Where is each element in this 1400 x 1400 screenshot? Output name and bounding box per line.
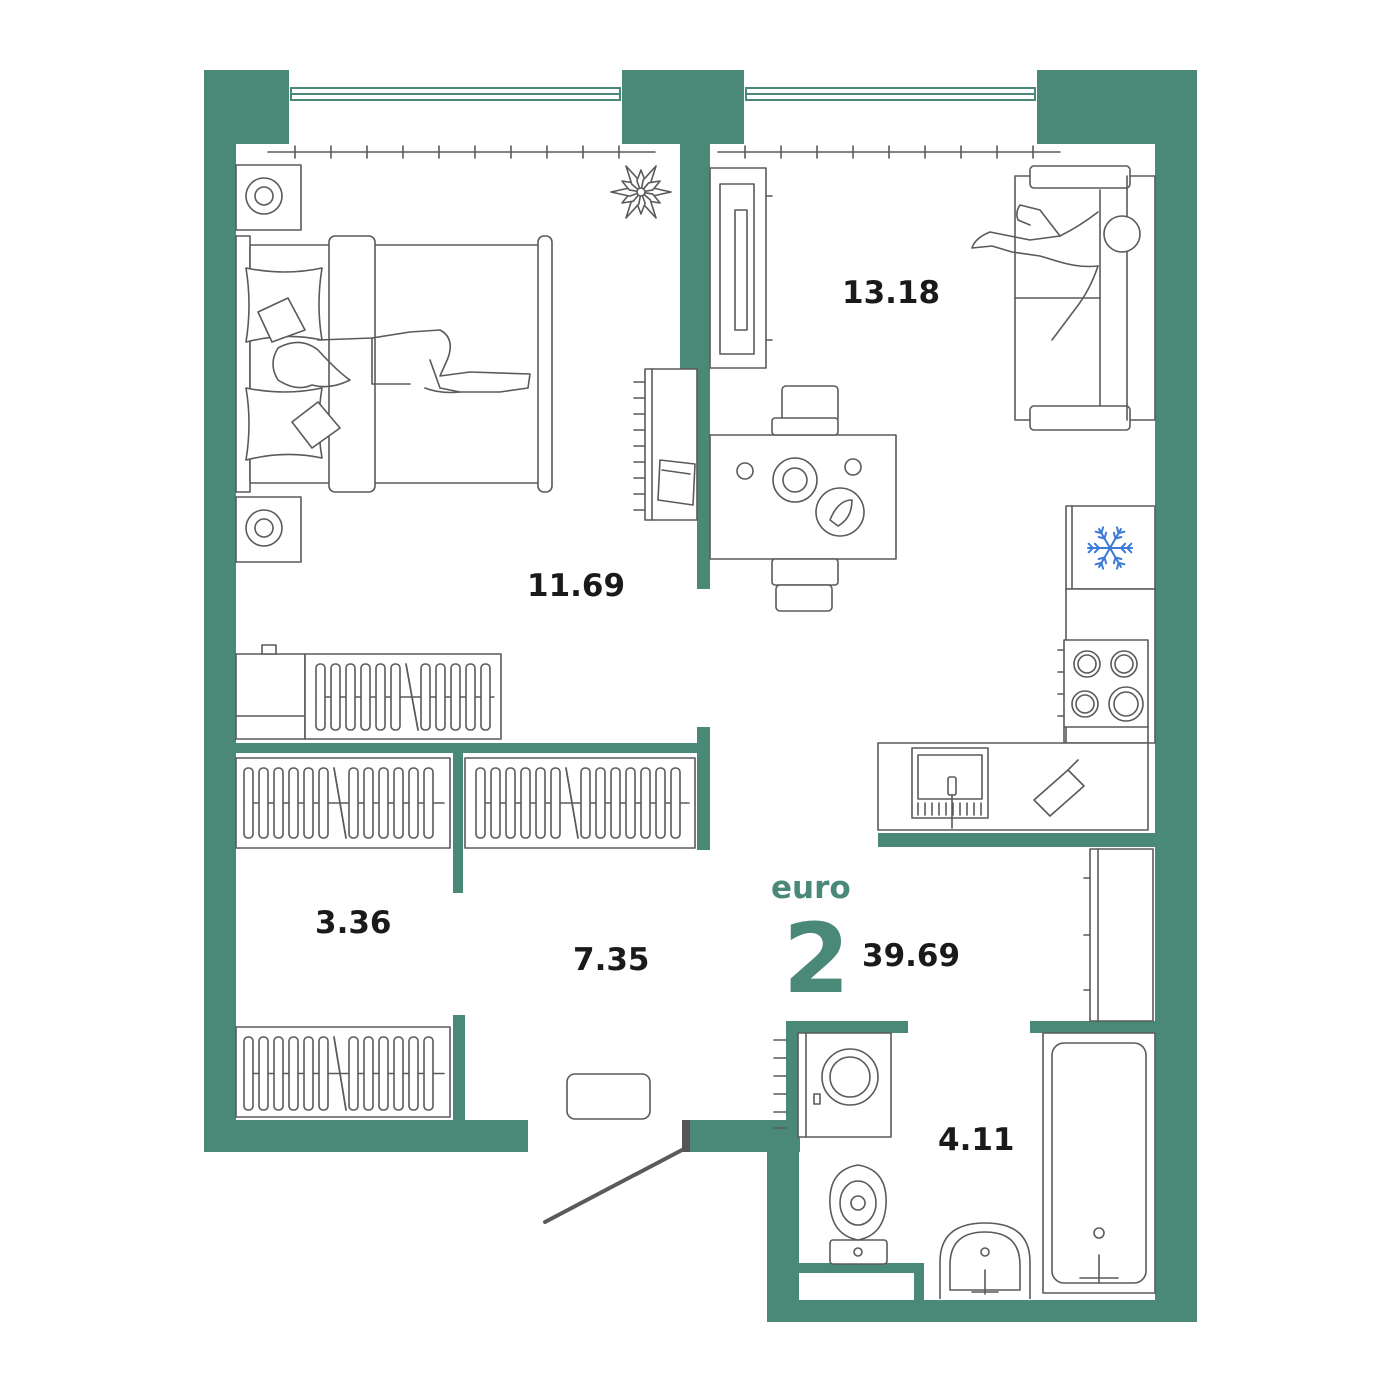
bathroom-area-label: 4.11 <box>938 1122 1015 1158</box>
snowflake-icon <box>1087 526 1133 570</box>
entrance-door <box>543 1148 684 1224</box>
bedroom-desk <box>633 368 698 521</box>
toilet <box>829 1164 888 1265</box>
dining-set <box>709 385 897 612</box>
bathtub <box>1042 1032 1156 1294</box>
hall-area-label: 7.35 <box>573 942 650 978</box>
apartment-type-label: euro <box>771 870 851 906</box>
total-area-label: 39.69 <box>862 938 960 974</box>
hall-wardrobes <box>235 757 1154 1118</box>
living-kitchen-area-label: 13.18 <box>842 275 940 311</box>
plant-icon <box>610 165 672 219</box>
doormat <box>566 1073 651 1120</box>
curtain-rods <box>267 145 1061 159</box>
bedroom-area-label: 11.69 <box>527 568 625 604</box>
bedroom-furniture <box>235 164 553 563</box>
washbasin <box>939 1222 1031 1299</box>
storage-area-label: 3.36 <box>315 905 392 941</box>
room-count-label: 2 <box>783 903 850 1015</box>
stove <box>1071 650 1144 722</box>
washing-machine <box>773 1032 892 1138</box>
sofa <box>971 165 1156 431</box>
windows <box>289 70 1037 144</box>
bedroom-wardrobe <box>235 644 502 740</box>
walls <box>204 70 1197 1322</box>
kitchen-cabinets <box>877 505 1156 831</box>
tv-unit <box>709 167 773 369</box>
